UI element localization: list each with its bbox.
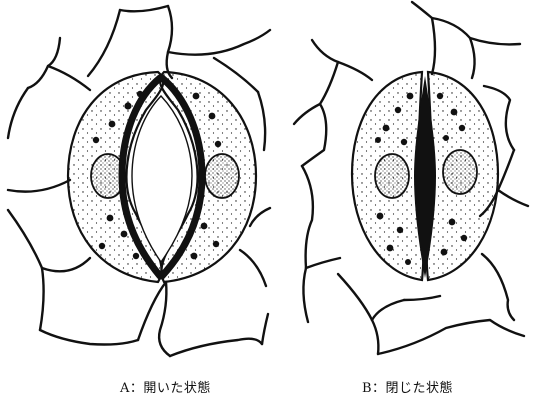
stoma-open [8,6,270,356]
caption-closed-state: B：閉じた状態 [362,377,453,396]
stoma-closed [294,2,528,354]
guard-cells-b [352,72,498,280]
nucleus-left-a [91,154,125,198]
caption-open-state: A：開いた状態 [120,377,211,396]
nucleus-right-a [205,154,239,198]
nucleus-left-b [375,154,409,198]
nucleus-right-b [443,150,477,194]
guard-cells-a [68,72,256,282]
